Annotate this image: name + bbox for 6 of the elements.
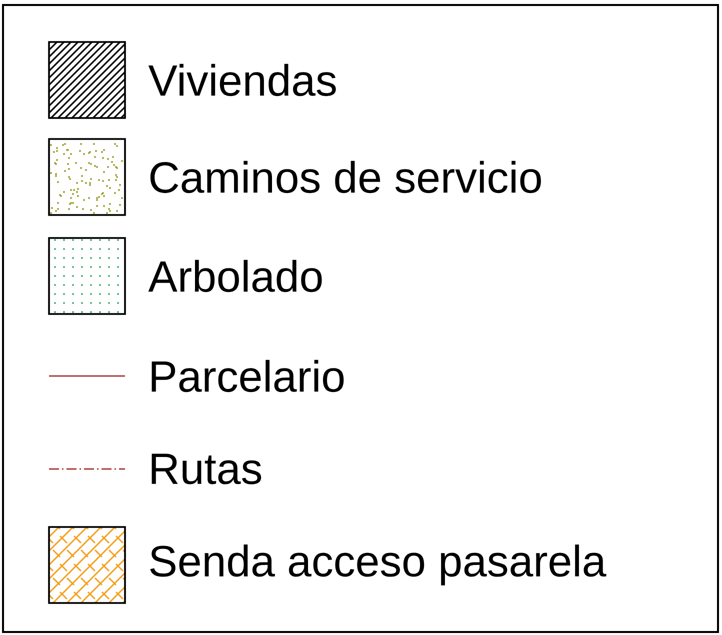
legend-label: Caminos de servicio xyxy=(150,160,541,194)
legend-label: Parcelario xyxy=(152,360,344,392)
legend-label: Viviendas xyxy=(148,64,336,96)
legend-label: Rutas xyxy=(152,454,262,484)
legend-label: Arbolado xyxy=(148,260,322,292)
legend-label: Senda acceso pasarela xyxy=(150,544,606,586)
